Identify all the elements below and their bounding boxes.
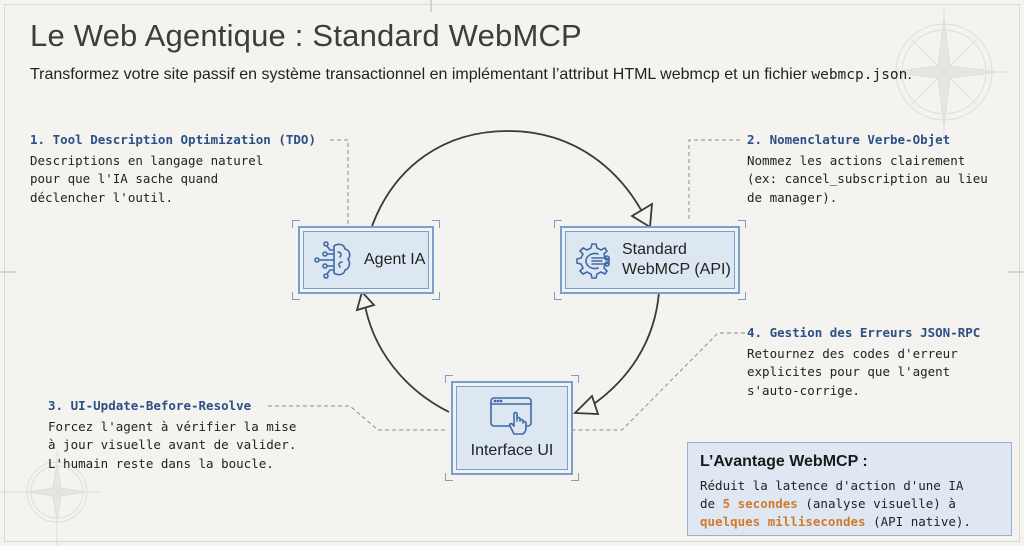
subtitle-end: . <box>907 66 912 83</box>
note-heading: 2. Nomenclature Verbe-Objet <box>747 132 951 147</box>
arrowhead-agent <box>355 290 376 312</box>
note-body: Descriptions en langage naturel pour que… <box>30 152 264 205</box>
leader-lines <box>268 139 745 431</box>
compass-rose-icon <box>880 8 1008 136</box>
callout-text: (analyse visuelle) à <box>797 496 956 511</box>
arrowheads <box>355 202 654 415</box>
page-frame <box>4 4 1020 542</box>
highlight-milliseconds: quelques millisecondes <box>700 514 866 529</box>
callout-line: quelques millisecondes (API native). <box>700 513 999 531</box>
page-subtitle: Transformez votre site passif en système… <box>30 66 912 84</box>
frame-ticks <box>0 0 1024 273</box>
note-heading: 3. UI-Update-Before-Resolve <box>48 398 252 413</box>
arrowhead-standard <box>630 202 654 229</box>
callout-body: Réduit la latence d'action d'une IA de 5… <box>700 477 999 531</box>
leader-line-2 <box>688 139 740 222</box>
gear-circuit-icon <box>576 243 610 279</box>
cycle-arrows <box>363 130 660 413</box>
note-body: Forcez l'agent à vérifier la mise à jour… <box>48 418 297 471</box>
arrowhead-interface <box>572 394 600 415</box>
arrow-standard-to-interface <box>587 291 660 409</box>
browser-hand-icon <box>490 397 532 435</box>
arrow-agent-to-standard <box>371 130 650 227</box>
note-body: Retournez des codes d'erreur explicites … <box>747 345 958 398</box>
node-label-line: WebMCP (API) <box>622 261 731 278</box>
callout-title: L’Avantage WebMCP : <box>700 453 868 470</box>
compass-rose-icon <box>0 450 100 546</box>
note-heading: 4. Gestion des Erreurs JSON-RPC <box>747 325 981 340</box>
note-body: Nommez les actions clairement (ex: cance… <box>747 152 988 205</box>
note-errors: 4. Gestion des Erreurs JSON-RPC Retourne… <box>747 324 980 400</box>
subtitle-code: webmcp.json <box>811 67 908 83</box>
subtitle-text: Transformez votre site passif en système… <box>30 66 812 83</box>
callout-line: Réduit la latence d'action d'une IA <box>700 478 964 493</box>
note-heading: 1. Tool Description Optimization (TDO) <box>30 132 316 147</box>
node-interface-ui[interactable]: Interface UI <box>445 375 579 481</box>
brain-circuit-icon <box>314 241 351 279</box>
node-label-line: Standard <box>622 241 687 258</box>
leader-line-3 <box>268 405 448 431</box>
callout-line: de 5 secondes (analyse visuelle) à <box>700 495 999 513</box>
note-tdo: 1. Tool Description Optimization (TDO) D… <box>30 131 316 207</box>
leader-line-4 <box>568 332 745 431</box>
highlight-5-seconds: 5 secondes <box>722 496 798 511</box>
node-standard-webmcp[interactable]: Standard WebMCP (API) <box>554 220 746 300</box>
node-label: Standard WebMCP (API) <box>622 240 731 280</box>
page-title: Le Web Agentique : Standard WebMCP <box>30 18 582 53</box>
note-nomenclature: 2. Nomenclature Verbe-Objet Nommez les a… <box>747 131 988 207</box>
note-ui-update: 3. UI-Update-Before-Resolve Forcez l'age… <box>48 397 296 473</box>
leader-line-1 <box>330 139 349 225</box>
arrow-interface-to-agent <box>363 299 450 413</box>
advantage-callout: L’Avantage WebMCP : Réduit la latence d'… <box>687 442 1012 536</box>
callout-text: de <box>700 496 723 511</box>
node-label: Interface UI <box>470 442 554 459</box>
node-label: Agent IA <box>364 251 426 268</box>
node-agent-ia[interactable]: Agent IA <box>292 220 440 300</box>
callout-text: (API native). <box>865 514 971 529</box>
